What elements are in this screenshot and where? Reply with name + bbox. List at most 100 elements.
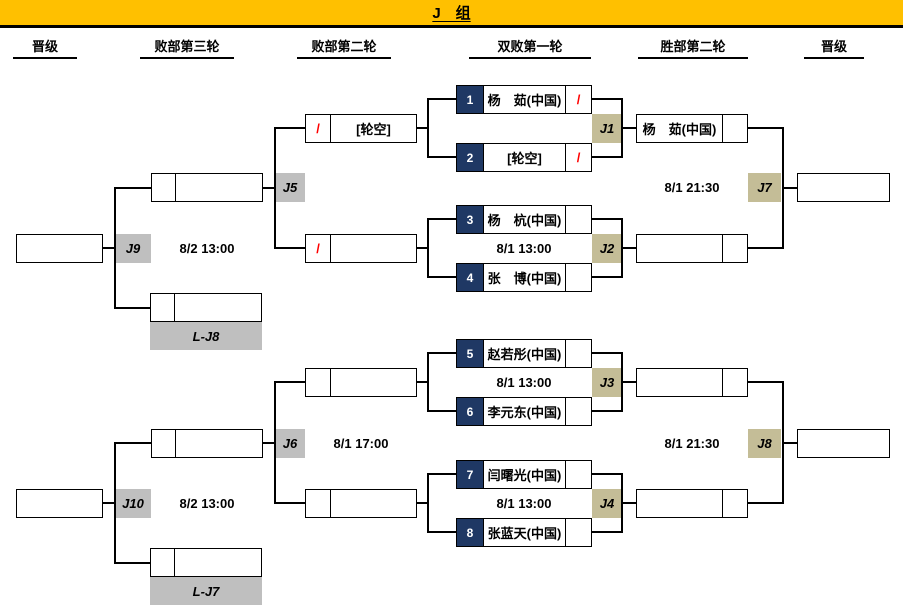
- score-cell: [723, 235, 747, 262]
- connector-line: [748, 502, 783, 504]
- connector-line: [592, 98, 622, 100]
- seed-row-2: 2 [轮空] /: [456, 143, 592, 172]
- match-time-j5: [305, 173, 417, 202]
- connector-line: [592, 276, 622, 278]
- advance-box-left-bottom: [16, 489, 103, 518]
- match-label-j5: J5: [275, 173, 305, 202]
- seed-number: 3: [457, 206, 483, 233]
- connector-line: [748, 247, 783, 249]
- seed-row-4: 4 张 博(中国): [456, 263, 592, 292]
- match-time-j1: [456, 114, 592, 143]
- connector-line: [782, 127, 784, 249]
- lr3-winner-box-j5: [151, 173, 263, 202]
- connector-line: [623, 247, 636, 249]
- score-cell: [306, 490, 331, 517]
- connector-line: [623, 127, 636, 129]
- player-name: 杨 茹(中国): [483, 86, 566, 113]
- score-cell: /: [306, 115, 331, 142]
- column-header-losers-r2: 败部第二轮: [297, 38, 391, 59]
- connector-line: [115, 187, 151, 189]
- match-label-j1: J1: [592, 114, 622, 143]
- loser-bracket-box-4: [305, 489, 417, 518]
- loser-bracket-box-1: / [轮空]: [305, 114, 417, 143]
- connector-line: [592, 531, 622, 533]
- connector-line: [275, 127, 305, 129]
- connector-line: [621, 473, 623, 533]
- player-name: [176, 174, 262, 201]
- seed-row-8: 8 张蓝天(中国): [456, 518, 592, 547]
- score-cell: [152, 174, 176, 201]
- match-label-j9: J9: [115, 234, 151, 263]
- score-cell: [566, 340, 591, 367]
- score-cell: [723, 115, 747, 142]
- column-header-losers-r3: 败部第三轮: [140, 38, 234, 59]
- match-time-j6: 8/1 17:00: [333, 436, 389, 451]
- score-cell: [566, 264, 591, 291]
- match-time-j4: 8/1 13:00: [496, 496, 552, 511]
- player-name: 闫曙光(中国): [483, 461, 566, 488]
- seed-number: 5: [457, 340, 483, 367]
- connector-line: [621, 218, 623, 278]
- match-time-j2: 8/1 13:00: [496, 241, 552, 256]
- connector-line: [427, 276, 456, 278]
- connector-line: [427, 98, 456, 100]
- column-header-winners-r2: 胜部第二轮: [638, 38, 748, 59]
- match-label-j7: J7: [748, 173, 781, 202]
- group-title: J 组: [432, 5, 471, 22]
- connector-line: [275, 247, 305, 249]
- seed-number: 2: [457, 144, 483, 171]
- player-name: [175, 549, 261, 576]
- match-time-j9: 8/2 13:00: [179, 241, 235, 256]
- score-cell: [723, 490, 747, 517]
- connector-line: [115, 562, 150, 564]
- drop-label-lj7: L-J7: [150, 577, 262, 605]
- loser-drop-box-lj8: [150, 293, 262, 322]
- connector-line: [592, 410, 622, 412]
- winner-box-j1: 杨 茹(中国): [636, 114, 748, 143]
- advance-box-left-top: [16, 234, 103, 263]
- score-cell: [151, 294, 175, 321]
- connector-line: [427, 410, 456, 412]
- connector-line: [621, 98, 623, 158]
- score-cell: /: [576, 92, 581, 107]
- seed-row-1: 1 杨 茹(中国) /: [456, 85, 592, 114]
- score-cell: [566, 519, 591, 546]
- match-label-j8: J8: [748, 429, 781, 458]
- connector-line: [748, 381, 783, 383]
- connector-line: [417, 381, 427, 383]
- connector-line: [114, 187, 116, 309]
- connector-line: [417, 502, 427, 504]
- seed-number: 7: [457, 461, 483, 488]
- connector-line: [417, 247, 427, 249]
- connector-line: [623, 502, 636, 504]
- connector-line: [784, 442, 797, 444]
- player-name: [331, 369, 416, 396]
- connector-line: [427, 98, 429, 158]
- connector-line: [784, 187, 797, 189]
- connector-line: [115, 307, 150, 309]
- seed-number: 6: [457, 398, 483, 425]
- score-cell: [723, 369, 747, 396]
- match-label-j3: J3: [592, 368, 622, 397]
- score-cell: [566, 398, 591, 425]
- match-time-j8: 8/1 21:30: [664, 436, 720, 451]
- player-name: [176, 430, 262, 457]
- seed-number: 1: [457, 86, 483, 113]
- title-bar: J 组: [0, 0, 903, 28]
- score-cell: [152, 430, 176, 457]
- seed-number: 4: [457, 264, 483, 291]
- connector-line: [274, 381, 276, 504]
- player-name: [轮空]: [483, 144, 566, 171]
- player-name: 杨 茹(中国): [637, 115, 723, 142]
- score-cell: [151, 549, 175, 576]
- column-header-advance-right: 晋级: [804, 38, 864, 59]
- connector-line: [263, 187, 275, 189]
- score-cell: /: [576, 150, 581, 165]
- connector-line: [592, 156, 622, 158]
- loser-drop-box-lj7: [150, 548, 262, 577]
- player-name: 李元东(中国): [483, 398, 566, 425]
- connector-line: [427, 531, 456, 533]
- seed-row-7: 7 闫曙光(中国): [456, 460, 592, 489]
- match-label-j4: J4: [592, 489, 622, 518]
- match-time-j3: 8/1 13:00: [496, 375, 552, 390]
